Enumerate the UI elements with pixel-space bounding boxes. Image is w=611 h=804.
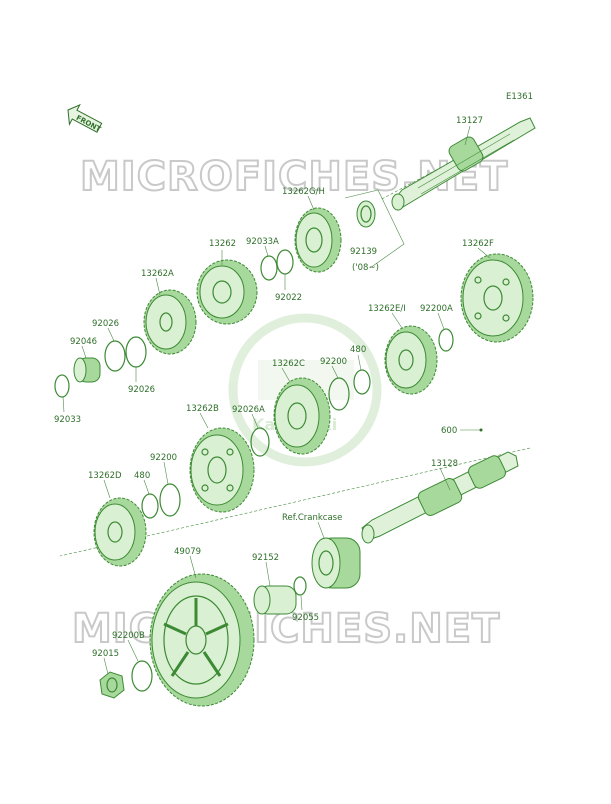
label-92055: 92055 <box>292 613 319 623</box>
label-92200-mid: 92200 <box>150 453 177 463</box>
gear-13262ei <box>384 325 438 395</box>
label-13262f: 13262F <box>462 239 494 249</box>
label-92026-bottom: 92026 <box>128 385 155 395</box>
washer-92026a <box>250 427 270 457</box>
label-13262c: 13262C <box>272 359 305 369</box>
label-13262ei: 13262E/I <box>368 304 406 314</box>
washer-92022 <box>276 249 294 275</box>
diagram-id: E1361 <box>506 92 533 102</box>
washer-92026-a <box>104 340 126 372</box>
label-13262d: 13262D <box>88 471 122 481</box>
gear-13262b <box>189 427 255 513</box>
label-480-top: 480 <box>350 345 366 355</box>
circlip-480-mid <box>141 493 159 519</box>
label-92152: 92152 <box>252 553 279 563</box>
circlip-480-top <box>353 369 371 395</box>
label-92046: 92046 <box>70 337 97 347</box>
gear-13262d <box>93 497 147 567</box>
label-92026-top: 92026 <box>92 319 119 329</box>
bushing-92139 <box>356 200 376 228</box>
label-13262: 13262 <box>209 239 236 249</box>
bearing-ref-crankcase <box>311 537 361 589</box>
gear-49079 <box>149 573 255 707</box>
gear-13262f <box>460 253 534 343</box>
washer-92200-mid <box>159 483 181 517</box>
label-13262b: 13262B <box>186 404 219 414</box>
label-ref-crankcase: Ref.Crankcase <box>282 513 342 523</box>
front-arrow-icon: FRONT <box>67 103 103 134</box>
washer-92026-b <box>125 336 147 368</box>
label-92139-note: ('08~) <box>352 263 379 273</box>
label-92022: 92022 <box>275 293 302 303</box>
label-13127: 13127 <box>456 116 483 126</box>
label-480-mid: 480 <box>134 471 150 481</box>
gear-13262a <box>143 289 197 355</box>
washer-92200-top <box>328 377 350 411</box>
label-92139: 92139 <box>350 247 377 257</box>
label-600: 600 <box>441 426 457 436</box>
label-92033a: 92033A <box>246 237 279 247</box>
circlip-92033a <box>260 255 278 281</box>
needle-bearing-92046 <box>73 357 101 383</box>
label-92200-top: 92200 <box>320 357 347 367</box>
nut-92015 <box>99 671 125 699</box>
label-13128: 13128 <box>431 459 458 469</box>
circlip-92033 <box>54 374 70 398</box>
shaft-13127 <box>391 117 536 211</box>
label-92200b: 92200B <box>112 631 145 641</box>
label-92026a: 92026A <box>232 405 265 415</box>
gear-13262 <box>196 259 258 325</box>
washer-92200b <box>131 660 153 692</box>
gear-13262gh <box>294 207 342 273</box>
label-92015: 92015 <box>92 649 119 659</box>
label-92200a: 92200A <box>420 304 453 314</box>
gear-13262c <box>273 377 331 455</box>
label-13262a: 13262A <box>141 269 174 279</box>
oring-92055 <box>293 576 307 596</box>
shaft-13128 <box>361 451 519 544</box>
label-13262gh: 13262G/H <box>282 187 325 197</box>
collar-92152 <box>253 585 297 615</box>
washer-92200a <box>438 328 454 352</box>
label-92033: 92033 <box>54 415 81 425</box>
label-49079: 49079 <box>174 547 201 557</box>
